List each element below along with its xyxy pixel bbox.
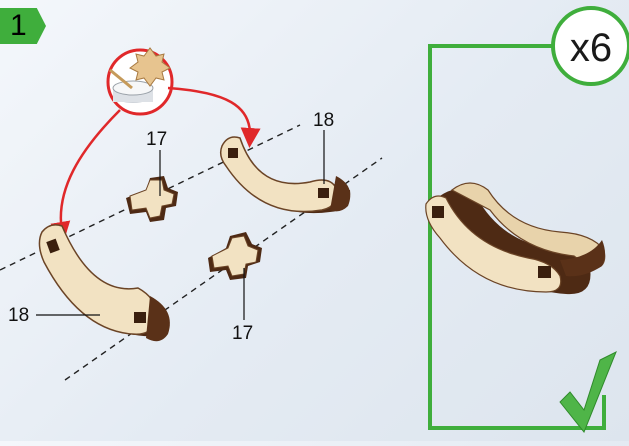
label-left-bracket: 18 [8, 305, 29, 326]
assembled-unit [426, 183, 605, 294]
glue-arrow-left [61, 110, 120, 232]
checkmark-icon [560, 352, 616, 432]
connector-part-lower [208, 232, 262, 280]
connector-part-upper [126, 176, 178, 222]
step-number-badge: 1 [0, 8, 46, 44]
label-upper-connector: 17 [146, 129, 167, 150]
glue-arrow-right [168, 88, 250, 138]
bracket-part-left [39, 225, 169, 341]
bracket-part-right [221, 137, 351, 213]
label-right-bracket: 18 [313, 110, 334, 131]
label-lower-connector: 17 [232, 323, 253, 344]
quantity-multiplier: x6 [555, 6, 627, 90]
glue-applicator-icon [108, 48, 172, 114]
